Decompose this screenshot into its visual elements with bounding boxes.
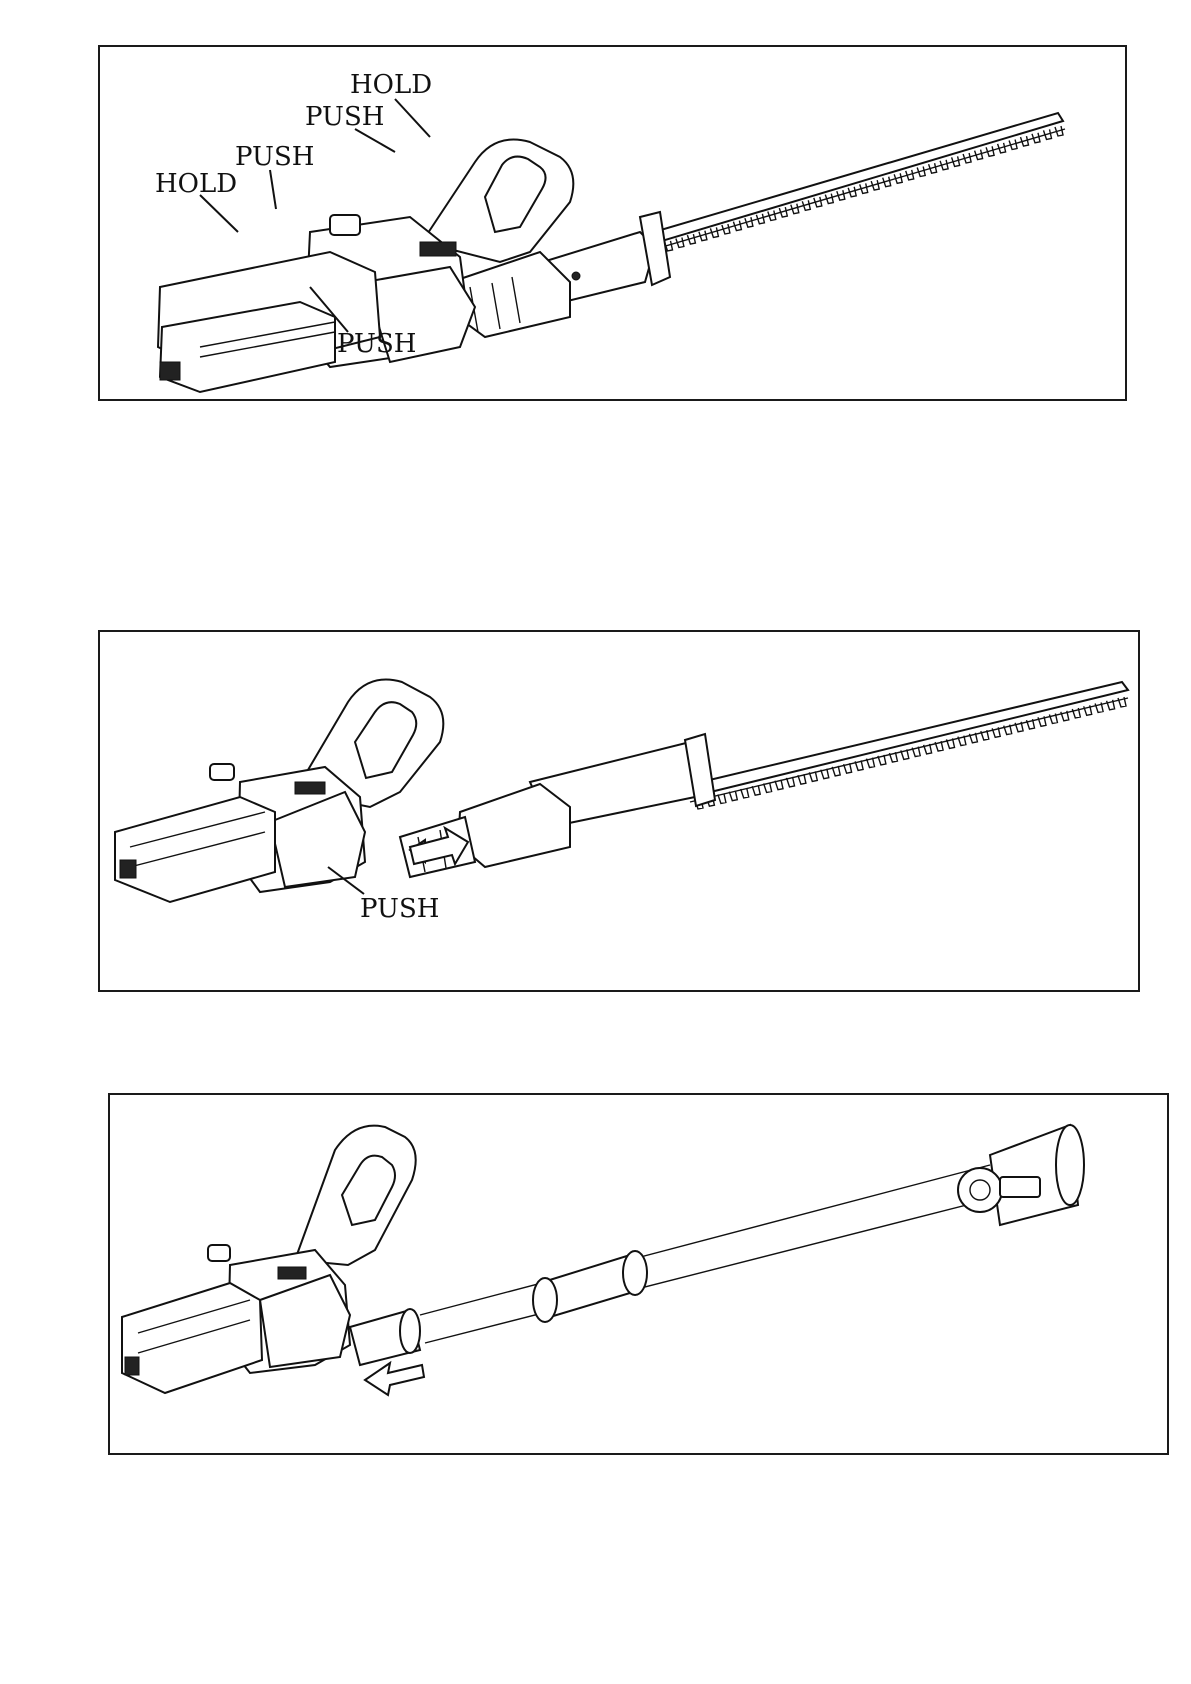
hedge-trimmer-detaching-illustration: PUSH <box>100 632 1142 994</box>
callout-push-top: PUSH <box>305 102 384 132</box>
hedge-trimmer-blade-icon <box>620 113 1065 261</box>
figure-panel-2: PUSH <box>98 630 1140 992</box>
callout-hold-left: HOLD <box>155 169 237 199</box>
pole-coupler-icon <box>350 1309 420 1365</box>
figure-panel-3 <box>108 1093 1169 1455</box>
d-handle-icon <box>295 1126 416 1265</box>
extension-pole-icon <box>420 1125 1084 1343</box>
callout-push-bottom: PUSH <box>337 329 416 359</box>
hedge-trimmer-blade-icon <box>680 682 1128 809</box>
battery-pack-icon <box>115 797 275 902</box>
battery-pack-icon <box>122 1283 262 1393</box>
direction-arrow-icon <box>365 1363 424 1395</box>
battery-pack-icon <box>158 252 380 392</box>
callout-push-middle: PUSH <box>235 142 314 172</box>
hedge-trimmer-assembled-illustration: HOLD PUSH PUSH HOLD PUSH <box>100 47 1129 403</box>
pole-attachment-illustration <box>110 1095 1171 1457</box>
callout-hold-top: HOLD <box>350 70 432 100</box>
figure-panel-1: HOLD PUSH PUSH HOLD PUSH <box>98 45 1127 401</box>
callout-push: PUSH <box>360 894 439 924</box>
